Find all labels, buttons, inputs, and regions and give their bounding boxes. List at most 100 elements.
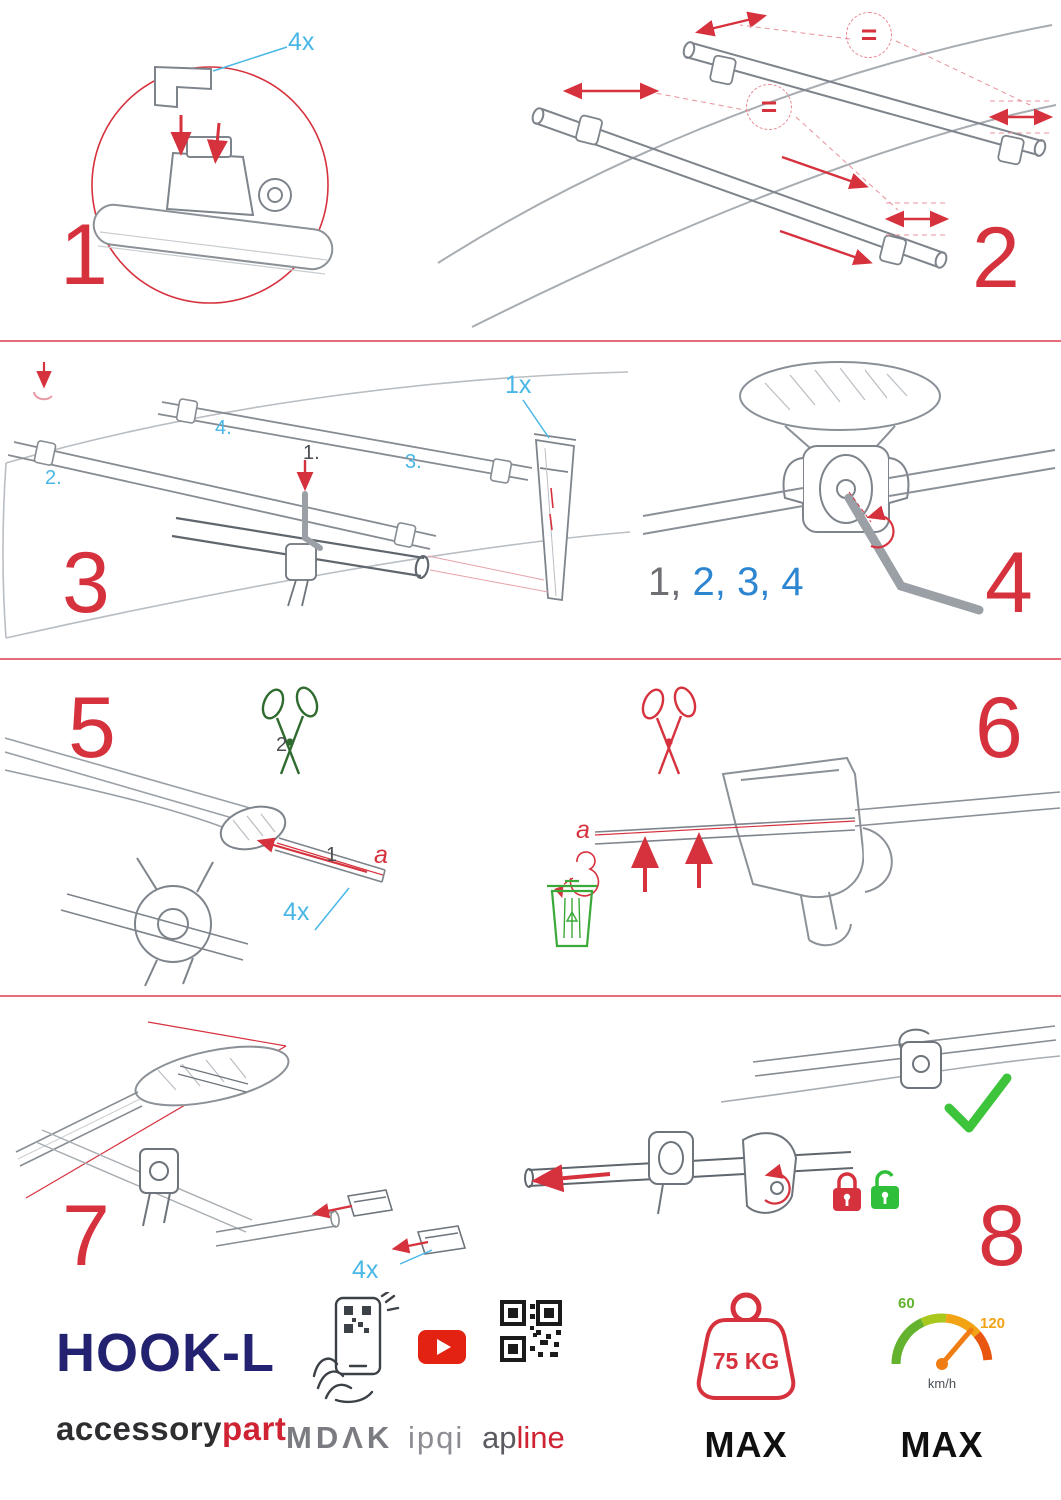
locked-padlock-icon (833, 1172, 861, 1211)
speed-min-tick: 60 (898, 1295, 915, 1312)
roof-rail-near (471, 104, 1057, 328)
magnifier-circle (91, 66, 329, 304)
cut-line (276, 842, 384, 876)
product-name: HOOK-L (56, 1323, 275, 1383)
bar-cross-section (219, 805, 287, 851)
qty-leader-line (212, 46, 288, 72)
max-load-value: 75 KG (713, 1348, 779, 1374)
step5-illustration (5, 686, 386, 987)
step5-number: 5 (68, 680, 116, 776)
measure-guides (654, 24, 1052, 236)
bracket-part-drawing (154, 65, 212, 109)
rubber-strip-roll (533, 433, 577, 602)
crossbar-drawing (92, 203, 334, 275)
clamp (139, 1148, 179, 1227)
allen-key-icon (844, 493, 984, 615)
front-bar-clamps (33, 440, 417, 548)
step4-number: 4 (985, 535, 1033, 631)
step7-number: 7 (62, 1188, 110, 1284)
max-speed-label: MAX (900, 1424, 984, 1465)
sequence-first: 1, (648, 560, 682, 604)
step3-sub1-label: 1. (303, 442, 320, 464)
bar-hatching (764, 367, 908, 411)
mounted-bar (720, 1025, 1061, 1103)
step8-number: 8 (978, 1188, 1026, 1284)
clamp-side-view (60, 857, 249, 987)
step1-number: 1 (60, 207, 108, 303)
scissors-icon (261, 686, 319, 775)
rail-through (642, 449, 1056, 535)
end-cap-2 (416, 1225, 467, 1255)
clamp-drawing (165, 136, 292, 217)
qty-leader-line (399, 1249, 433, 1265)
equal-sign: = (860, 19, 878, 50)
crossbar-front (682, 41, 1047, 157)
section-divider-2 (0, 658, 1061, 660)
recycle-icon (565, 910, 579, 922)
step5-order2-label: 2 (276, 734, 288, 756)
leader-lines (427, 555, 549, 593)
bar-top-view (739, 361, 941, 431)
step6-illustration (547, 686, 1061, 948)
hook-bracket (721, 756, 893, 947)
step3-sub2-label: 2. (45, 467, 62, 489)
crossbar-rear (531, 107, 948, 269)
roof-edge-lines (5, 737, 258, 837)
step8-illustration (524, 1025, 1061, 1215)
clamp-a (648, 1131, 694, 1215)
step6-edge-label: a (576, 816, 590, 844)
front-bar (7, 441, 437, 550)
step3-sub3-label: 3. (405, 451, 422, 473)
push-strip-arrow (256, 837, 368, 874)
step2-illustration (437, 11, 1057, 328)
allen-key-icon (302, 491, 323, 551)
step4-tighten-sequence: 1, 2, 3, 4 (648, 560, 804, 605)
gauge-needle (939, 1327, 974, 1367)
step3-sub4-label: 4. (215, 417, 232, 439)
rear-bar (157, 401, 533, 481)
logo-apline: apline (482, 1420, 565, 1456)
roof-rail-far (437, 24, 1053, 264)
max-speed-gauge-icon: 60 120 km/h (891, 1295, 1005, 1391)
speed-unit: km/h (928, 1376, 956, 1391)
step1-qty-label: 4x (288, 28, 315, 56)
step4-illustration (642, 361, 1056, 615)
pointer-line-short (147, 1021, 287, 1047)
loosen-hint (33, 391, 53, 401)
brand-suffix: part (221, 1410, 287, 1447)
brand-wordmark: accessorypart (56, 1410, 286, 1448)
step5-order1-label: 1 (326, 844, 338, 866)
insert-arrows (170, 115, 228, 164)
bar-slot-opening (134, 1045, 290, 1107)
turn-leader (848, 491, 872, 523)
qty-leader-line (522, 399, 550, 439)
equal-spacing-badge-1: = (846, 12, 892, 58)
speed-max-tick: 120 (980, 1315, 1005, 1332)
turn-lock-arrow (764, 1163, 791, 1205)
equal-sign: = (760, 91, 778, 122)
bar-end (215, 1210, 340, 1247)
roof-edge-left (2, 462, 7, 639)
slide-arrow (531, 1164, 611, 1193)
step7-illustration (15, 1021, 467, 1265)
cut-off-curl (569, 851, 600, 897)
step3-number: 3 (62, 535, 110, 631)
qr-code (500, 1300, 562, 1362)
rear-bar-clamps (175, 398, 513, 484)
step6-number: 6 (975, 680, 1023, 776)
step7-qty-label: 4x (352, 1256, 379, 1284)
step1-illustration (91, 46, 334, 304)
clamp-b-lock-cover (741, 1132, 798, 1214)
youtube-play-icon (418, 1330, 466, 1364)
assembled-bar-clamp (285, 543, 317, 607)
bar-body (15, 1091, 143, 1167)
scissors-icon (641, 686, 697, 775)
fit-cap-arrows (311, 1203, 429, 1254)
step2-number: 2 (972, 210, 1020, 306)
discard-arrow (554, 877, 574, 898)
unlocked-padlock-icon (871, 1170, 899, 1209)
checkmark-icon (944, 1073, 1012, 1133)
section-divider-1 (0, 340, 1061, 342)
slot-channel (177, 1065, 249, 1093)
